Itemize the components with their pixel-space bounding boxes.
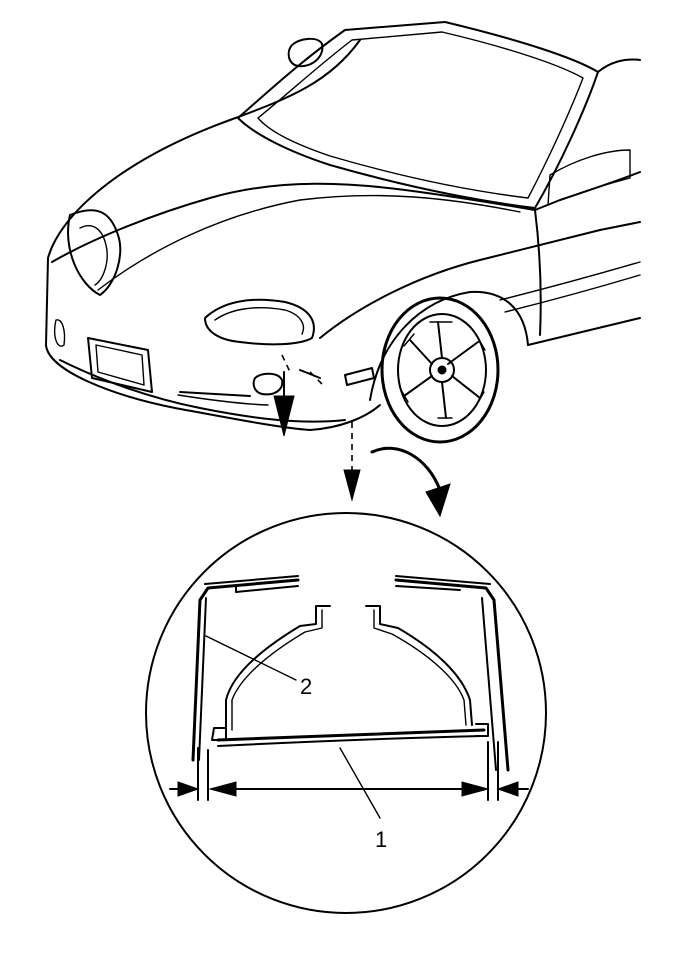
windshield-inner: [257, 31, 584, 199]
callout-2: 2: [300, 674, 312, 699]
headlamp-right: [204, 298, 315, 346]
curved-arrow: [370, 446, 451, 518]
windshield-outer: [237, 21, 599, 209]
gap-arrow-right: [496, 781, 529, 797]
inset-circle: [145, 512, 547, 914]
fascia-opening: [87, 337, 153, 393]
lamp-base-right-clip: [475, 723, 489, 737]
headlamp-right-inner: [214, 307, 305, 335]
car-body-outline: [45, 39, 381, 431]
lamp-lens-base: [216, 728, 486, 742]
detail-inset: 1 2: [145, 512, 547, 914]
headlamp-left: [67, 209, 122, 296]
fascia-fastener-hint: [281, 354, 323, 385]
fender-line: [319, 221, 641, 339]
leader-line-2: [205, 635, 297, 681]
hood-edge: [51, 182, 536, 263]
lamp-profile-right: [365, 605, 473, 726]
right-outer-strip-inner: [395, 575, 497, 771]
body-side-crease: [499, 261, 641, 313]
lamp-profile-left: [225, 605, 331, 731]
gap-arrow-left: [169, 781, 200, 797]
rocker-panel: [527, 317, 641, 346]
lamp-base-left-clip: [211, 727, 227, 741]
side-window: [547, 149, 631, 206]
fascia-opening-inner: [95, 344, 145, 386]
side-marker-lamp: [344, 367, 375, 386]
hood-inner-line: [97, 194, 521, 291]
left-outer-strip-inner: [198, 575, 299, 761]
arrow-down-right: [343, 469, 361, 502]
dimension-line: [208, 781, 490, 797]
bumper-lower-lip: [177, 394, 269, 406]
side-mirror: [287, 37, 324, 68]
roof-line: [534, 58, 641, 211]
door-seam: [534, 209, 542, 336]
bumper-vent: [179, 369, 321, 397]
wheel-rim: [399, 321, 486, 419]
leader-line-1: [339, 747, 381, 819]
left-outer-strip: [191, 578, 300, 762]
wheel-arch: [369, 290, 529, 401]
callout-1: 1: [375, 827, 387, 852]
headlamp-left-inner: [79, 225, 108, 286]
fog-lamp-left: [54, 319, 66, 347]
car-front-illustration: [45, 21, 641, 518]
lamp-lens-base-lower: [217, 735, 483, 747]
front-tire: [380, 296, 500, 444]
bumper-lower-edge: [59, 359, 346, 423]
lamp-profile-right-inner: [373, 609, 467, 726]
right-outer-strip: [394, 578, 510, 772]
fog-lamp-right: [252, 372, 284, 396]
arrow-down-left: [273, 371, 295, 437]
tire-inner: [397, 313, 487, 427]
